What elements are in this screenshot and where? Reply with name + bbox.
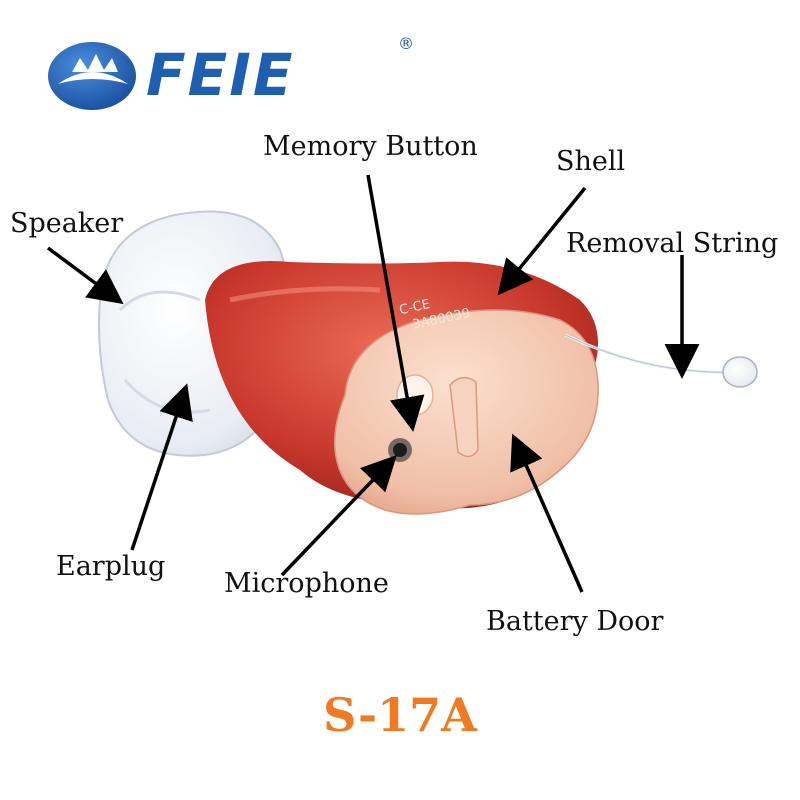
- memory-button-shape: [396, 374, 434, 416]
- label-memory-button: Memory Button: [263, 131, 478, 162]
- label-removal-string: Removal String: [566, 228, 779, 259]
- shell-arrow: [497, 186, 587, 296]
- label-speaker: Speaker: [10, 208, 124, 239]
- logo-emblem-icon: [48, 42, 136, 110]
- label-shell: Shell: [556, 146, 626, 177]
- memory-button-arrow: [366, 174, 425, 432]
- speaker-arrow: [46, 246, 124, 305]
- earplug-arrow: [130, 383, 193, 551]
- marking-line1: C-CE: [398, 297, 432, 318]
- model-name: S-17A: [323, 688, 477, 742]
- label-earplug: Earplug: [56, 551, 166, 582]
- battery-door-arrow: [510, 433, 584, 593]
- label-battery-door: Battery Door: [486, 606, 664, 637]
- removal-string: [564, 333, 758, 388]
- brand-name: FEIE: [146, 41, 295, 109]
- microphone-port: [388, 438, 412, 462]
- microphone-arrow: [280, 454, 397, 577]
- label-microphone: Microphone: [224, 568, 389, 599]
- registered-mark: ®: [398, 34, 414, 53]
- battery-door-ridge: [449, 376, 479, 458]
